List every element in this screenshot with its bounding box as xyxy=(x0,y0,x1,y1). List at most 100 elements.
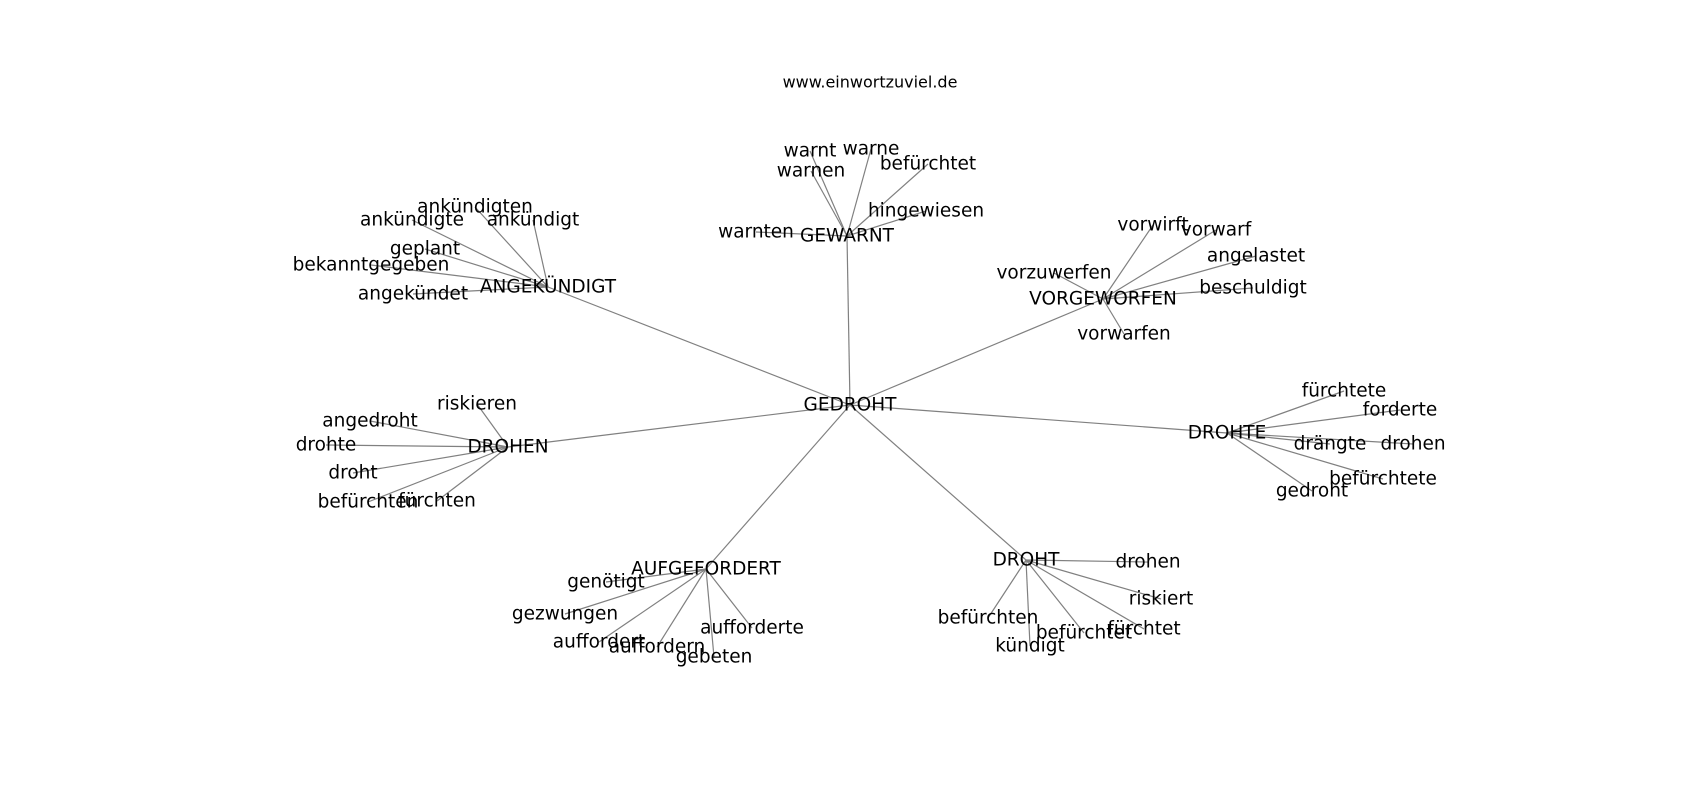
site-url: www.einwortzuviel.de xyxy=(783,73,958,92)
edge-hub-to-word xyxy=(1102,255,1257,300)
edge-hub-to-word xyxy=(1226,432,1384,480)
edge-hub-to-word xyxy=(846,148,872,237)
word-node-label: ankündigte xyxy=(360,210,464,231)
word-node-label: drängte xyxy=(1294,434,1367,455)
edge-hub-to-word xyxy=(1025,559,1145,630)
word-node-label: ankündigt xyxy=(487,210,580,231)
word-node-label: befürchten xyxy=(318,492,419,513)
edge-hub-to-word xyxy=(705,568,715,658)
edge-hub-to-word xyxy=(1025,559,1162,600)
graph-labels: www.einwortzuviel.de GEDROHTGEWARNTwarnt… xyxy=(293,73,1446,668)
edge-center-to-hub xyxy=(849,404,1228,434)
edge-center-to-hub xyxy=(507,404,851,448)
edge-hub-to-word xyxy=(412,286,549,295)
edge-hub-to-word xyxy=(755,231,848,237)
edge-hub-to-word xyxy=(987,559,1027,619)
word-node-label: warnt xyxy=(784,141,837,162)
graph-edges xyxy=(325,148,1414,658)
hub-node-label: DROHTE xyxy=(1188,423,1267,444)
word-node-label: warnten xyxy=(718,222,794,243)
word-node-label: drohte xyxy=(296,435,357,456)
word-node-label: riskiert xyxy=(1129,589,1193,610)
word-node-label: auffordern xyxy=(609,637,706,658)
edge-center-to-hub xyxy=(705,404,851,570)
edge-hub-to-word xyxy=(564,568,707,615)
word-node-label: vorwarf xyxy=(1181,220,1252,241)
edge-hub-to-word xyxy=(369,420,509,448)
edge-hub-to-word xyxy=(532,219,549,288)
hub-node-label: ANGEKÜNDIGT xyxy=(480,276,617,298)
word-node-label: angelastet xyxy=(1207,246,1305,267)
edge-hub-to-word xyxy=(1102,229,1217,300)
edge-hub-to-word xyxy=(1053,272,1104,300)
word-node-label: auffordert xyxy=(553,632,645,653)
edge-hub-to-word xyxy=(1226,432,1331,445)
hub-node-label: VORGEWORFEN xyxy=(1029,289,1177,310)
edge-center-to-hub xyxy=(846,235,851,406)
edge-hub-to-word xyxy=(1226,432,1414,445)
hub-node-label: AUFGEFORDERT xyxy=(631,559,781,580)
edge-hub-to-word xyxy=(810,170,848,237)
edge-hub-to-word xyxy=(1025,559,1031,647)
edge-hub-to-word xyxy=(809,150,848,237)
word-node-label: gebeten xyxy=(676,647,753,668)
word-node-label: gezwungen xyxy=(512,604,618,625)
word-node-label: angekündet xyxy=(358,284,468,305)
word-node-label: ankündigten xyxy=(417,197,533,218)
edge-hub-to-word xyxy=(1102,287,1254,300)
edge-hub-to-word xyxy=(367,446,509,503)
word-node-label: drohen xyxy=(1380,434,1445,455)
edge-hub-to-word xyxy=(424,248,549,288)
word-node-label: vorwirft xyxy=(1117,215,1188,236)
edge-hub-to-word xyxy=(1025,559,1085,634)
word-node-label: vorwarfen xyxy=(1077,324,1171,345)
word-node-label: geplant xyxy=(390,239,460,260)
edge-hub-to-word xyxy=(474,206,549,288)
word-node-label: aufforderte xyxy=(700,618,804,639)
word-node-label: befürchtet xyxy=(1036,623,1132,644)
edge-hub-to-word xyxy=(370,264,549,288)
word-node-label: befürchten xyxy=(938,608,1039,629)
edge-center-to-hub xyxy=(849,404,1027,561)
edge-hub-to-word xyxy=(476,403,509,448)
word-node-label: befürchtete xyxy=(1329,469,1437,490)
edge-hub-to-word xyxy=(1226,409,1401,434)
word-node-label: gedroht xyxy=(1276,481,1348,502)
word-node-label: fürchtet xyxy=(1107,619,1180,640)
word-node-label: bekanntgegeben xyxy=(293,255,450,276)
edge-hub-to-word xyxy=(1102,224,1154,300)
edge-hub-to-word xyxy=(846,210,927,237)
edge-hub-to-word xyxy=(436,446,509,502)
edge-center-to-hub xyxy=(547,286,851,406)
edge-hub-to-word xyxy=(1226,432,1313,492)
edge-hub-to-word xyxy=(598,568,707,643)
hub-node-label: DROHEN xyxy=(467,437,548,458)
word-node-label: beschuldigt xyxy=(1199,278,1306,299)
edge-hub-to-word xyxy=(605,568,707,583)
edge-hub-to-word xyxy=(705,568,753,629)
edge-hub-to-word xyxy=(352,446,509,474)
word-node-label: drohen xyxy=(1115,552,1180,573)
edge-hub-to-word xyxy=(656,568,707,648)
word-node-label: vorzuwerfen xyxy=(996,263,1111,284)
word-node-label: forderte xyxy=(1363,400,1437,421)
edge-hub-to-word xyxy=(325,444,509,448)
edge-hub-to-word xyxy=(846,163,929,237)
word-node-label: fürchtete xyxy=(1302,381,1387,402)
word-node-label: befürchtet xyxy=(880,154,976,175)
center-node-label: GEDROHT xyxy=(804,395,898,416)
edge-hub-to-word xyxy=(1102,298,1125,335)
word-node-label: angedroht xyxy=(322,411,417,432)
word-node-label: genötigt xyxy=(567,572,645,593)
edge-center-to-hub xyxy=(849,298,1104,406)
hub-node-label: DROHT xyxy=(993,550,1061,571)
edge-hub-to-word xyxy=(1025,559,1149,563)
edge-hub-to-word xyxy=(1226,390,1345,434)
edge-hub-to-word xyxy=(411,219,549,288)
word-node-label: droht xyxy=(328,463,377,484)
word-node-label: riskieren xyxy=(437,394,517,415)
word-node-label: hingewiesen xyxy=(868,201,984,222)
word-node-label: kündigt xyxy=(995,636,1064,657)
word-node-label: fürchten xyxy=(398,491,476,512)
